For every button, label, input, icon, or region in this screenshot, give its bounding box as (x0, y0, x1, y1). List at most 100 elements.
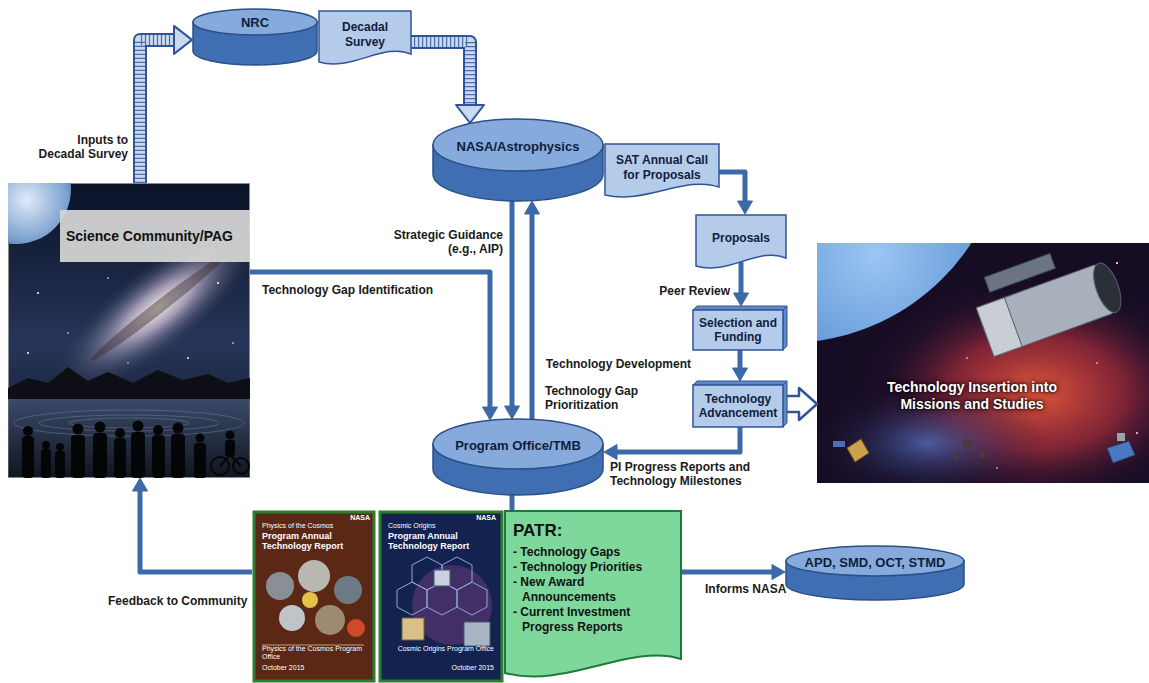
stars (107, 277, 109, 279)
image-panel: Technology Insertion into Missions and S… (817, 243, 1149, 483)
text-area: Technology Advancement (695, 387, 781, 425)
text-stack: Decadal Survey (322, 20, 408, 49)
arrow-hatching (410, 42, 470, 110)
arrow-head (604, 445, 617, 460)
node-label: SAT Annual Call for Proposals (608, 153, 716, 182)
node-text: - New Award Announcements (513, 575, 676, 605)
document-outline (605, 144, 719, 197)
cylinder-top (786, 546, 964, 576)
cylinder-top (433, 119, 603, 171)
asteroids (963, 439, 971, 447)
people-silhouettes (131, 432, 145, 478)
cover-physics-of-the-cosmos (315, 605, 345, 635)
shape-outline (785, 545, 965, 601)
text-area: PATR: - Technology Gaps- Technology Prior… (513, 520, 676, 649)
ripples (69, 418, 189, 428)
connector-label: Technology Gap Prioritization (545, 384, 657, 413)
node-label: Technology Insertion into Missions and S… (857, 379, 1087, 414)
cover-cosmic-origins (427, 582, 457, 615)
cover-physics-of-the-cosmos (302, 592, 318, 608)
people-silhouettes (56, 443, 64, 451)
mountains (8, 367, 250, 399)
people-silhouettes (22, 436, 34, 478)
block-arrow (786, 388, 817, 420)
galaxy (87, 251, 228, 365)
cover-physics-of-the-cosmos (254, 512, 374, 681)
text-area: Proposals (699, 217, 783, 260)
small-satellite (847, 439, 869, 462)
text-area: Technology Insertion into Missions and S… (857, 371, 1087, 421)
cover-footer: Cosmic Origins Program Office (390, 645, 494, 653)
flow-connector (604, 426, 740, 460)
node-label: Program Office/TMB (442, 438, 594, 454)
small-satellite (1107, 441, 1135, 463)
ripples (39, 415, 219, 431)
arrow-outline (140, 40, 179, 183)
node-label: Science Community/PAG (66, 228, 246, 245)
ripples (14, 410, 244, 436)
people-silhouettes (173, 423, 184, 434)
space-telescope (1088, 260, 1126, 316)
cylinder-top (433, 419, 603, 469)
people-silhouettes (194, 443, 206, 478)
cover-subtitle: Cosmic Origins (388, 522, 492, 530)
arrow-line (510, 199, 515, 410)
text-area: Science Community/PAG (66, 210, 246, 262)
document-outline (696, 215, 786, 268)
community-illustration (8, 183, 250, 478)
text-stack: Science Community/PAG (66, 228, 246, 245)
people-silhouettes (114, 438, 126, 478)
cover-cosmic-origins (380, 512, 502, 681)
people-silhouettes (93, 433, 107, 478)
node-label: Technology Advancement (695, 392, 781, 421)
text-area: Program Office/TMB (442, 422, 594, 470)
database-cylinder: NASA/Astrophysics (432, 118, 604, 202)
document-shape: SAT Annual Call for Proposals (604, 143, 720, 201)
node-label: Proposals (699, 231, 783, 245)
cover-date: October 2015 (390, 664, 494, 672)
arrow-head (734, 293, 749, 306)
stars (37, 292, 39, 294)
text-stack: Technology Advancement (695, 392, 781, 421)
mission-illustration (817, 243, 1149, 483)
node-label: Selection and Funding (695, 316, 781, 345)
stars (27, 352, 29, 354)
people-silhouettes (41, 449, 51, 478)
logo-text: NASA (472, 514, 496, 522)
arrow-head (133, 478, 148, 491)
people-silhouettes (153, 425, 163, 435)
arrow-head (174, 26, 192, 54)
text-stack: APD, SMD, OCT, STMD (793, 555, 957, 571)
connector-label: Inputs to Decadal Survey (32, 133, 128, 162)
people-silhouettes (133, 421, 144, 432)
people-silhouettes (95, 422, 106, 433)
stars (1096, 362, 1098, 364)
stars (232, 342, 234, 344)
node-label: APD, SMD, OCT, STMD (793, 555, 957, 571)
connector-label: Feedback to Community (108, 594, 250, 608)
node-text: - Technology Priorities (513, 560, 676, 575)
flow-connector (140, 26, 192, 183)
cover-physics-of-the-cosmos (347, 619, 365, 637)
node-text: - Technology Gaps (513, 545, 676, 560)
cover-physics-of-the-cosmos (279, 605, 305, 631)
flow-connector (410, 42, 484, 123)
people-silhouettes (71, 435, 85, 478)
text-area: NASA/Astrophysics (442, 122, 594, 172)
text-stack: NRC (198, 15, 312, 31)
text-stack: Proposals (699, 231, 783, 245)
text-area: Decadal Survey (322, 13, 408, 56)
node-label: PATR: (513, 520, 676, 541)
cover-title: Program Annual Technology Report (262, 531, 366, 552)
stars (217, 282, 219, 284)
flow-connector (734, 262, 749, 306)
shape-outline (432, 118, 604, 202)
cover-cosmic-origins (380, 512, 502, 681)
cylinder-top (193, 9, 317, 35)
database-cylinder: APD, SMD, OCT, STMD (785, 545, 965, 601)
arrow-line (680, 570, 776, 575)
bicycle (211, 449, 249, 475)
space-telescope (976, 298, 1022, 357)
connector-label: Informs NASA (705, 582, 795, 596)
node-text: - Current Investment Progress Reports (513, 605, 676, 635)
